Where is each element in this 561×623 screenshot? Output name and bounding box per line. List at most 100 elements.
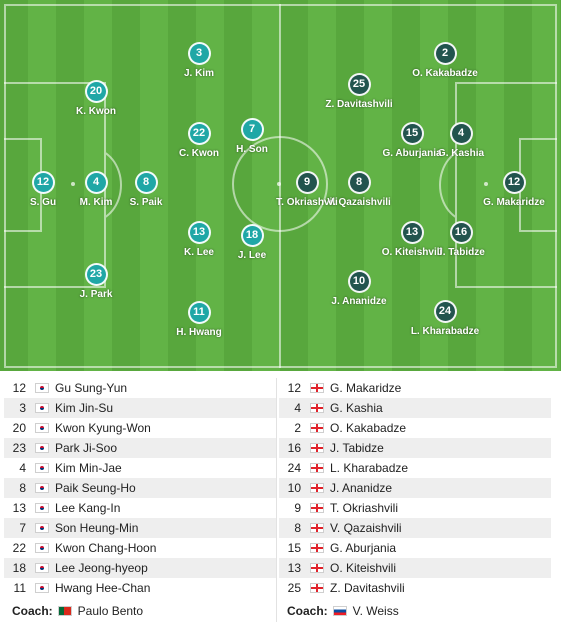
center-circle bbox=[232, 136, 328, 232]
player-name: K. Kwon bbox=[76, 106, 116, 117]
home-player-marker[interactable]: 13 K. Lee bbox=[149, 221, 249, 265]
shirt-number: 24 bbox=[287, 461, 301, 475]
player-number: 23 bbox=[84, 263, 108, 286]
korea-flag-icon bbox=[35, 523, 49, 533]
player-full-name: O. Kakabadze bbox=[330, 421, 407, 435]
home-player-marker[interactable]: 4 M. Kim bbox=[46, 171, 146, 215]
right-penalty-box bbox=[455, 82, 557, 288]
player-name: J. Ananidze bbox=[331, 296, 387, 307]
player-name: H. Hwang bbox=[176, 327, 222, 338]
player-full-name: Hwang Hee-Chan bbox=[55, 581, 151, 595]
player-number: 8 bbox=[134, 171, 158, 194]
away-player-marker[interactable]: 25 Z. Davitashvili bbox=[309, 73, 409, 117]
home-player-marker[interactable]: 8 S. Paik bbox=[96, 171, 196, 215]
home-player-marker[interactable]: 20 K. Kwon bbox=[46, 80, 146, 124]
home-player-marker[interactable]: 22 C. Kwon bbox=[149, 122, 249, 166]
away-player-marker[interactable]: 15 G. Aburjania bbox=[362, 122, 462, 166]
away-player-marker[interactable]: 8 V. Qazaishvili bbox=[309, 171, 409, 215]
player-name: S. Paik bbox=[129, 197, 163, 208]
player-full-name: J. Tabidze bbox=[330, 441, 384, 455]
shirt-number: 13 bbox=[287, 561, 301, 575]
away-player-marker[interactable]: 16 J. Tabidze bbox=[411, 221, 511, 265]
home-player-marker[interactable]: 18 J. Lee bbox=[202, 224, 302, 268]
player-full-name: G. Kashia bbox=[330, 401, 383, 415]
georgia-flag-icon bbox=[310, 503, 324, 513]
shirt-number: 16 bbox=[287, 441, 301, 455]
lineup-row[interactable]: 24 L. Kharabadze bbox=[279, 458, 551, 478]
player-full-name: G. Aburjania bbox=[330, 541, 397, 555]
away-player-marker[interactable]: 12 G. Makaridze bbox=[464, 171, 561, 215]
home-player-marker[interactable]: 3 J. Kim bbox=[149, 42, 249, 86]
player-number: 22 bbox=[187, 122, 211, 145]
player-full-name: Kim Jin-Su bbox=[55, 401, 114, 415]
georgia-flag-icon bbox=[310, 463, 324, 473]
away-player-marker[interactable]: 9 T. Okriashvili bbox=[257, 171, 357, 215]
shirt-number: 15 bbox=[287, 541, 301, 555]
player-full-name: Lee Kang-In bbox=[55, 501, 121, 515]
away-player-marker[interactable]: 4 G. Kashia bbox=[411, 122, 511, 166]
georgia-flag-icon bbox=[310, 443, 324, 453]
player-name: S. Gu bbox=[29, 197, 57, 208]
player-number: 13 bbox=[400, 221, 424, 244]
home-player-marker[interactable]: 23 J. Park bbox=[46, 263, 146, 307]
player-name: C. Kwon bbox=[179, 148, 219, 159]
shirt-number: 4 bbox=[19, 461, 26, 475]
away-coach: Coach:V. Weiss bbox=[279, 600, 551, 622]
player-name: O. Kakabadze bbox=[412, 68, 478, 79]
shirt-number: 8 bbox=[294, 521, 301, 535]
lineup-row[interactable]: 16 J. Tabidze bbox=[279, 438, 551, 458]
korea-flag-icon bbox=[35, 403, 49, 413]
player-full-name: Z. Davitashvili bbox=[330, 581, 405, 595]
away-player-marker[interactable]: 13 O. Kiteishvili bbox=[362, 221, 462, 265]
player-number: 25 bbox=[347, 73, 371, 96]
lineup-row[interactable]: 22 Kwon Chang-Hoon bbox=[4, 538, 276, 558]
korea-flag-icon bbox=[35, 583, 49, 593]
player-full-name: Kwon Chang-Hoon bbox=[55, 541, 157, 555]
player-number: 18 bbox=[240, 224, 264, 247]
player-number: 3 bbox=[187, 42, 211, 65]
home-player-marker[interactable]: 12 S. Gu bbox=[0, 171, 93, 215]
away-player-marker[interactable]: 10 J. Ananidze bbox=[309, 270, 409, 314]
away-player-marker[interactable]: 24 L. Kharabadze bbox=[395, 300, 495, 344]
shirt-number: 22 bbox=[12, 541, 26, 555]
coach-name[interactable]: Paulo Bento bbox=[77, 604, 144, 618]
shirt-number: 3 bbox=[19, 401, 26, 415]
home-player-marker[interactable]: 11 H. Hwang bbox=[149, 301, 249, 345]
player-full-name: Paik Seung-Ho bbox=[55, 481, 136, 495]
right-penalty-spot bbox=[484, 182, 488, 186]
player-full-name: L. Kharabadze bbox=[330, 461, 409, 475]
player-name: G. Aburjania bbox=[382, 148, 442, 159]
shirt-number: 20 bbox=[12, 421, 26, 435]
korea-flag-icon bbox=[35, 543, 49, 553]
away-player-marker[interactable]: 2 O. Kakabadze bbox=[395, 42, 495, 86]
lineup-row[interactable]: 15 G. Aburjania bbox=[279, 538, 551, 558]
left-penalty-spot bbox=[71, 182, 75, 186]
lineup-row[interactable]: 3 Kim Jin-Su bbox=[4, 398, 276, 418]
player-number: 16 bbox=[449, 221, 473, 244]
column-divider bbox=[276, 378, 277, 622]
coach-name[interactable]: V. Weiss bbox=[352, 604, 399, 618]
home-player-marker[interactable]: 7 H. Son bbox=[202, 118, 302, 162]
korea-flag-icon bbox=[35, 443, 49, 453]
player-number: 11 bbox=[187, 301, 211, 324]
shirt-number: 10 bbox=[287, 481, 301, 495]
korea-flag-icon bbox=[35, 503, 49, 513]
